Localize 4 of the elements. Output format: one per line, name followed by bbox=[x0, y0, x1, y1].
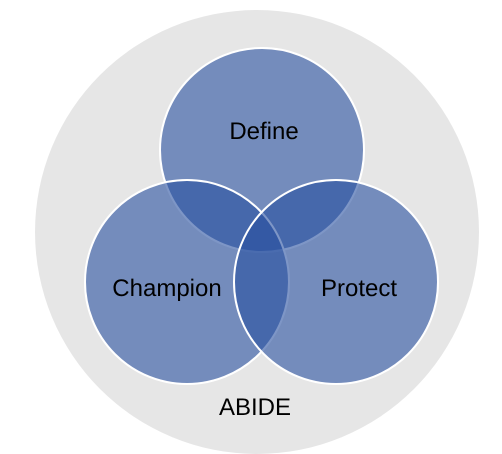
set-label: Define bbox=[229, 118, 299, 146]
set-label: Protect bbox=[320, 275, 398, 303]
set-title: ABIDE bbox=[218, 394, 292, 422]
set-label: Champion bbox=[112, 275, 222, 303]
